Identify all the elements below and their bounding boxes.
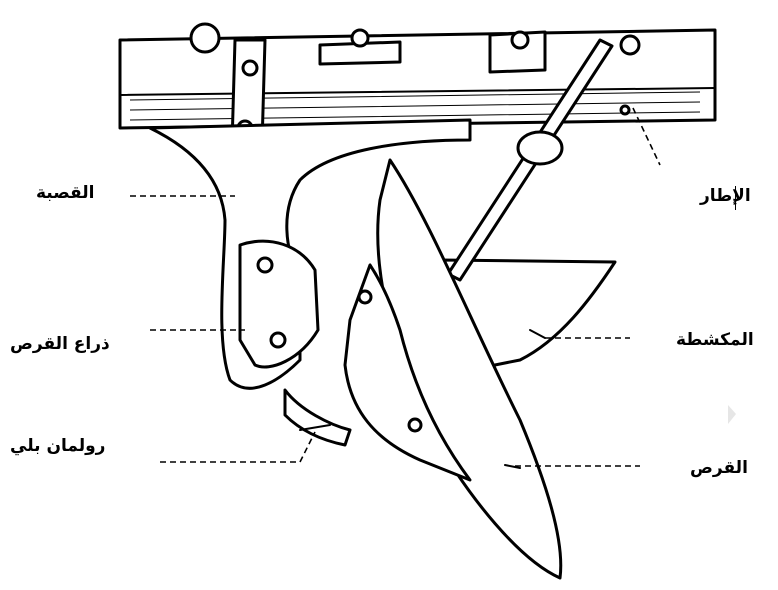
label-scraper: المكشطة bbox=[676, 330, 754, 350]
frame-beam bbox=[118, 22, 717, 130]
shank bbox=[148, 118, 472, 390]
scan-artifact bbox=[728, 405, 736, 424]
leader-lines bbox=[130, 107, 661, 467]
bearing bbox=[283, 388, 352, 447]
label-shank: القصبة bbox=[36, 183, 95, 203]
disc bbox=[343, 158, 563, 580]
label-disc-arm: ذراع القرص bbox=[10, 334, 110, 354]
label-bearing: رولمان بلي bbox=[10, 436, 106, 456]
label-disc: القرص bbox=[690, 458, 748, 478]
tie-rod bbox=[446, 38, 614, 282]
text-cursor bbox=[735, 186, 736, 210]
label-frame: الإطار bbox=[700, 186, 751, 206]
disc-arm bbox=[238, 239, 320, 369]
